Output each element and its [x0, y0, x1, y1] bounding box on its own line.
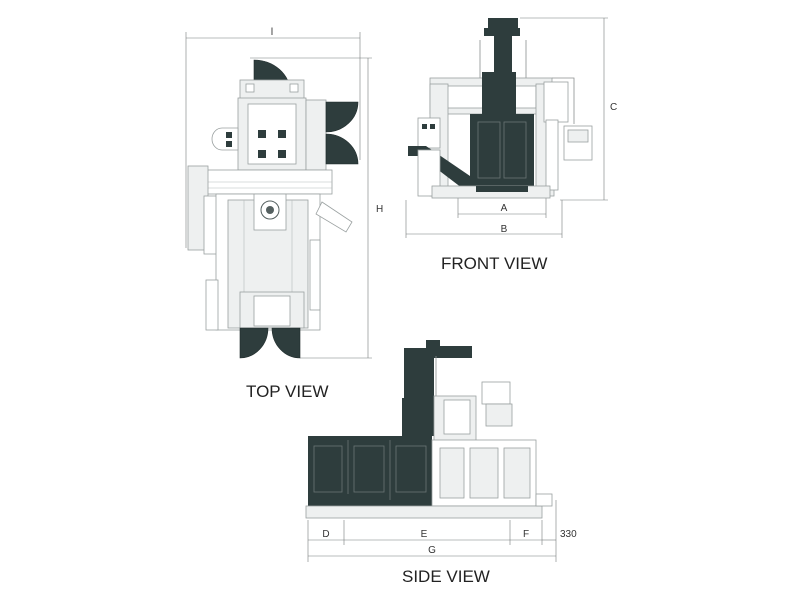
- front-view-drawing: C A B: [405, 17, 617, 238]
- dimension-b-label: B: [501, 224, 508, 235]
- dimension-330-label: 330: [560, 529, 577, 540]
- dimension-f-label: F: [523, 529, 529, 540]
- dimension-e-label: E: [421, 529, 428, 540]
- dimension-d: D: [307, 520, 345, 562]
- top-view-drawing: l H: [185, 27, 383, 359]
- dimension-e: E: [344, 520, 511, 545]
- front-view-title: FRONT VIEW: [441, 254, 547, 273]
- dimension-c: C: [520, 17, 617, 201]
- top-view-title: TOP VIEW: [246, 382, 329, 401]
- dimension-b: B: [405, 200, 563, 238]
- dimension-f: F: [510, 520, 543, 545]
- dimension-l-label: l: [271, 27, 273, 38]
- dimension-d-label: D: [322, 529, 329, 540]
- side-view-title: SIDE VIEW: [402, 567, 490, 586]
- dimension-330: 330: [542, 500, 577, 562]
- dimension-a: A: [457, 196, 547, 218]
- dimension-g-label: G: [428, 545, 436, 556]
- dimension-h: H: [250, 57, 383, 359]
- dimension-c-label: C: [610, 102, 617, 113]
- dimension-g: G: [308, 545, 556, 557]
- dimension-l: l: [185, 27, 361, 248]
- side-view-drawing: D E F 330 G: [305, 340, 577, 562]
- dimension-a-label: A: [501, 203, 508, 214]
- dimension-h-label: H: [376, 204, 383, 215]
